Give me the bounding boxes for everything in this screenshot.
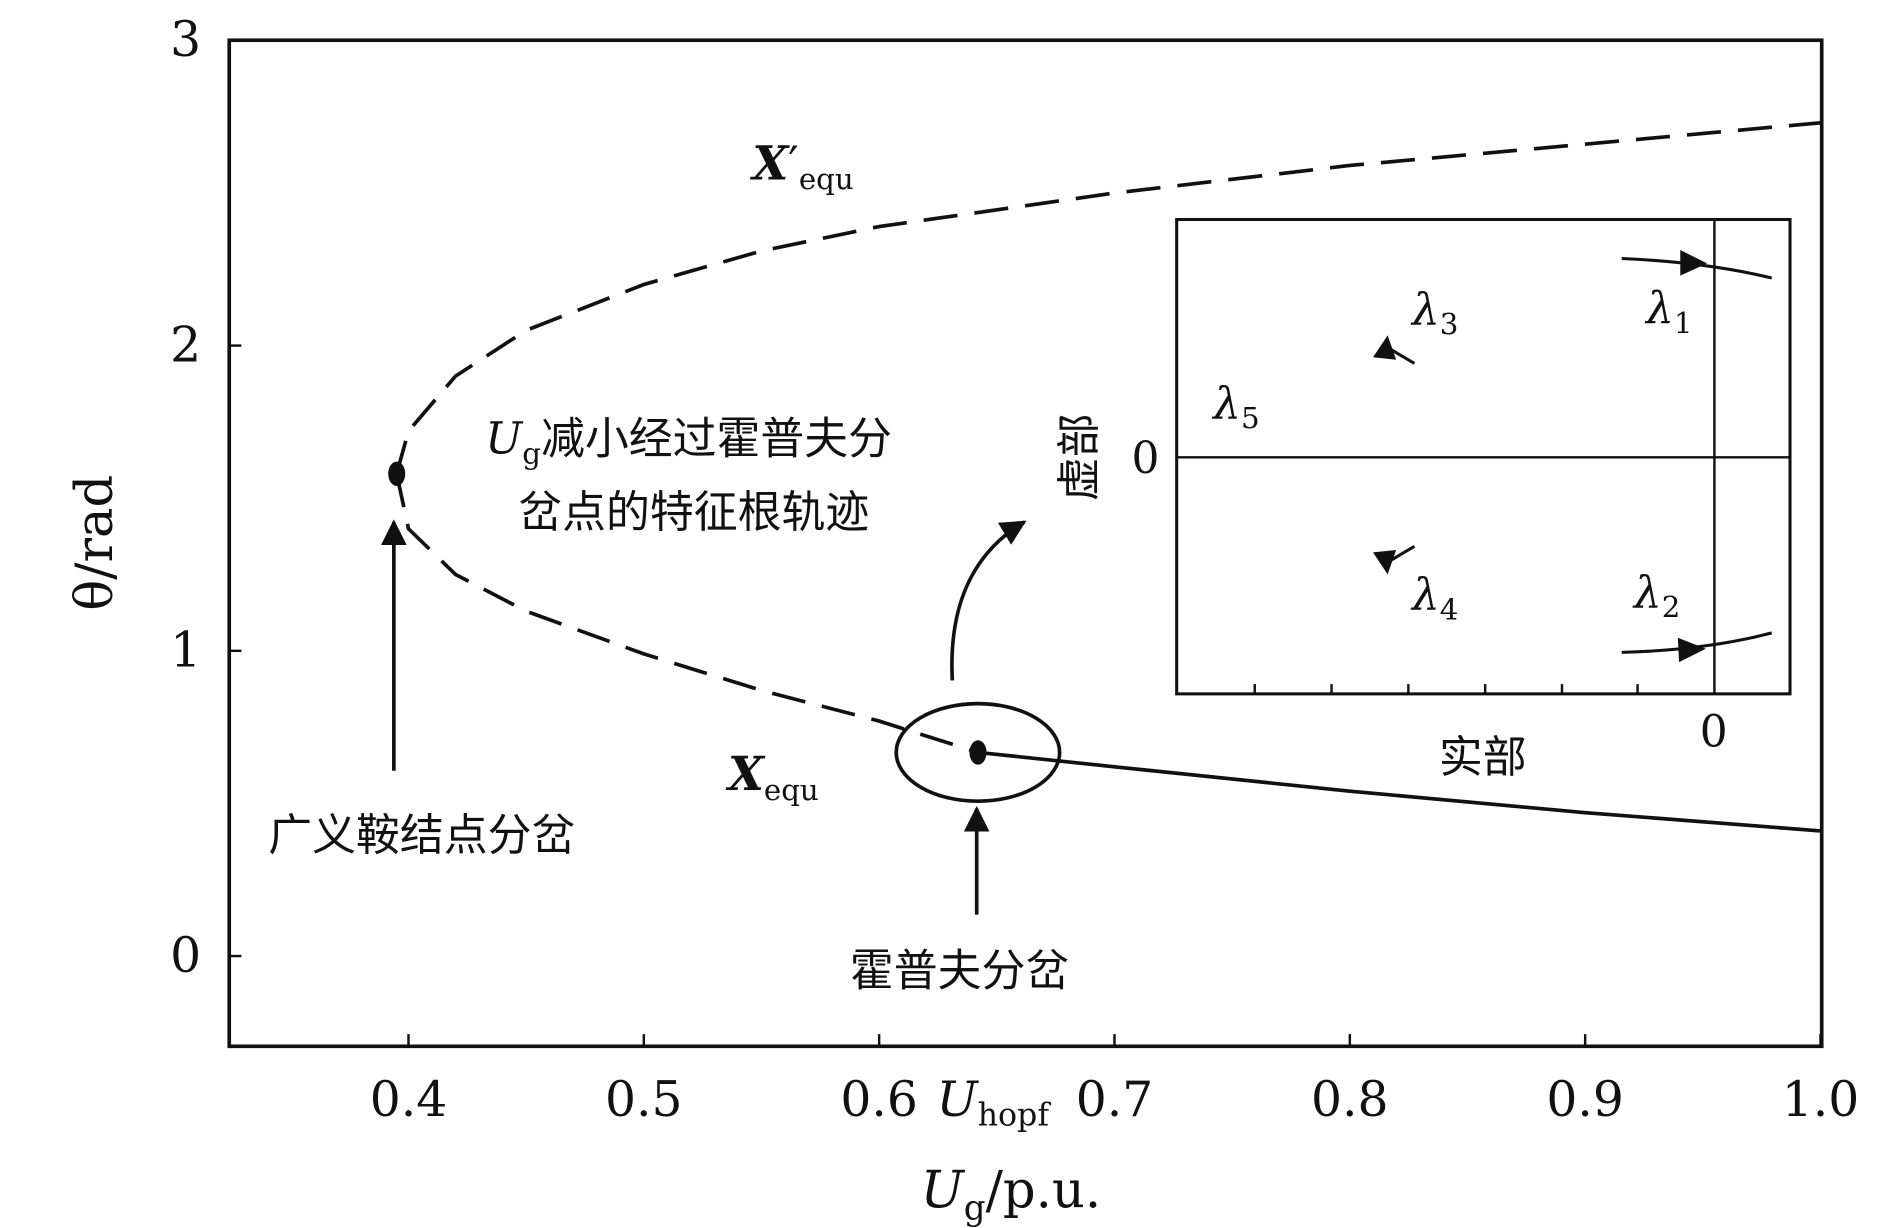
lambda1-label: λ1	[1644, 283, 1692, 340]
y-tick-label: 2	[170, 316, 201, 373]
lambda2-locus	[1621, 631, 1773, 654]
hopf-label: 霍普夫分岔	[850, 945, 1069, 996]
inset-pointer-arrow	[950, 520, 1027, 681]
x-tick-label-uhopf: Uhopf	[936, 1071, 1051, 1134]
lambda3-label: λ3	[1410, 284, 1458, 341]
inset-x-label: 实部	[1439, 732, 1527, 783]
x-axis-label: Ug/p.u.	[921, 1160, 1102, 1228]
inset-zero-x: 0	[1700, 706, 1728, 757]
saddle-node-point	[388, 461, 406, 486]
locus-annotation-line1: Ug减小经过霍普夫分	[485, 414, 892, 471]
xequ-prime-label: X′equ	[749, 135, 853, 196]
eigenvalue-inset	[1175, 217, 1792, 696]
x-tick-label: 1.0	[1782, 1071, 1860, 1128]
series-line	[977, 750, 1821, 833]
lambda4-label: λ4	[1410, 570, 1458, 627]
inset-y-label: 虚部	[1054, 413, 1105, 501]
x-tick-label: 0.6	[840, 1071, 918, 1128]
series-line	[394, 473, 979, 755]
xequ-label: Xequ	[725, 746, 819, 807]
plot-frame	[227, 38, 1824, 1049]
y-axis-label: θ/rad	[65, 475, 125, 611]
y-tick-label: 1	[170, 622, 201, 679]
locus-annotation-line2: 岔点的特征根轨迹	[518, 487, 869, 538]
x-tick-label: 0.9	[1546, 1071, 1624, 1128]
lambda5-label: λ5	[1211, 378, 1259, 435]
x-tick-label: 0.8	[1311, 1071, 1389, 1128]
lambda2-label: λ2	[1632, 567, 1680, 624]
saddle-node-label: 广义鞍结点分岔	[268, 810, 575, 861]
x-tick-label: 0.4	[370, 1071, 448, 1128]
y-tick-label: 0	[170, 927, 201, 984]
x-tick-label: 0.5	[605, 1071, 683, 1128]
hopf-point	[969, 740, 987, 765]
inset-zero-y: 0	[1132, 433, 1160, 484]
y-tick-label: 3	[170, 11, 201, 68]
x-tick-label: 0.7	[1076, 1071, 1154, 1128]
hopf-circle	[894, 701, 1062, 804]
